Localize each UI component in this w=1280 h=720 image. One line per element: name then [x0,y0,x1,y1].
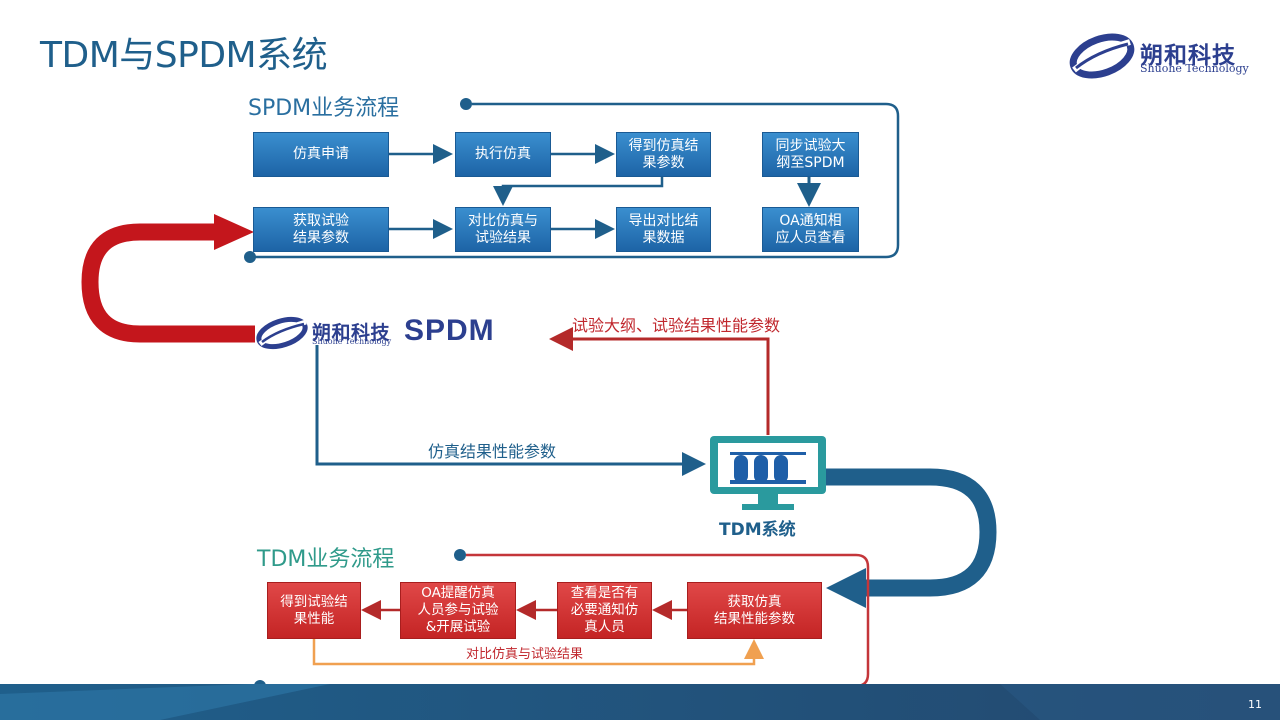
box-export: 导出对比结 果数据 [616,207,711,252]
label-to-spdm: 试验大纲、试验结果性能参数 [572,316,781,335]
spdm-logo-name: 朔和科技 [312,322,391,344]
box-test-results: 得到试验结 果性能 [267,582,361,639]
spdm-logo-icon [254,314,310,356]
spdm-flow-title: SPDM业务流程 [248,96,400,121]
label-compare: 对比仿真与试验结果 [466,647,584,662]
spdm-label: SPDM [404,314,495,347]
logo-name: 朔和科技 [1140,43,1236,69]
label-to-tdm: 仿真结果性能参数 [428,442,557,461]
tdm-system-label: TDM系统 [719,520,796,540]
box-sync-outline: 同步试验大 纲至SPDM [762,132,859,177]
tdm-monitor-icon [708,434,828,518]
company-logo [1066,30,1138,86]
footer-band [0,684,1280,720]
box-sim-apply: 仿真申请 [253,132,389,177]
page-title: TDM与SPDM系统 [40,35,328,76]
box-compare: 对比仿真与 试验结果 [455,207,551,252]
spdm-logo-subtitle: Shuohe Technology [312,337,392,346]
box-check-notify: 查看是否有 必要通知仿 真人员 [557,582,652,639]
box-oa-notify: OA通知相 应人员查看 [762,207,859,252]
spdm-frame [244,98,900,263]
page-number: 11 [1248,698,1262,711]
tdm-flow-title: TDM业务流程 [257,547,395,572]
box-get-sim-params: 获取仿真 结果性能参数 [687,582,822,639]
box-oa-remind: OA提醒仿真 人员参与试验 &开展试验 [400,582,516,639]
box-execute-sim: 执行仿真 [455,132,551,177]
box-get-test-results: 获取试验 结果参数 [253,207,389,252]
box-get-sim-results: 得到仿真结 果参数 [616,132,711,177]
logo-subtitle: Shuohe Technology [1140,62,1249,75]
